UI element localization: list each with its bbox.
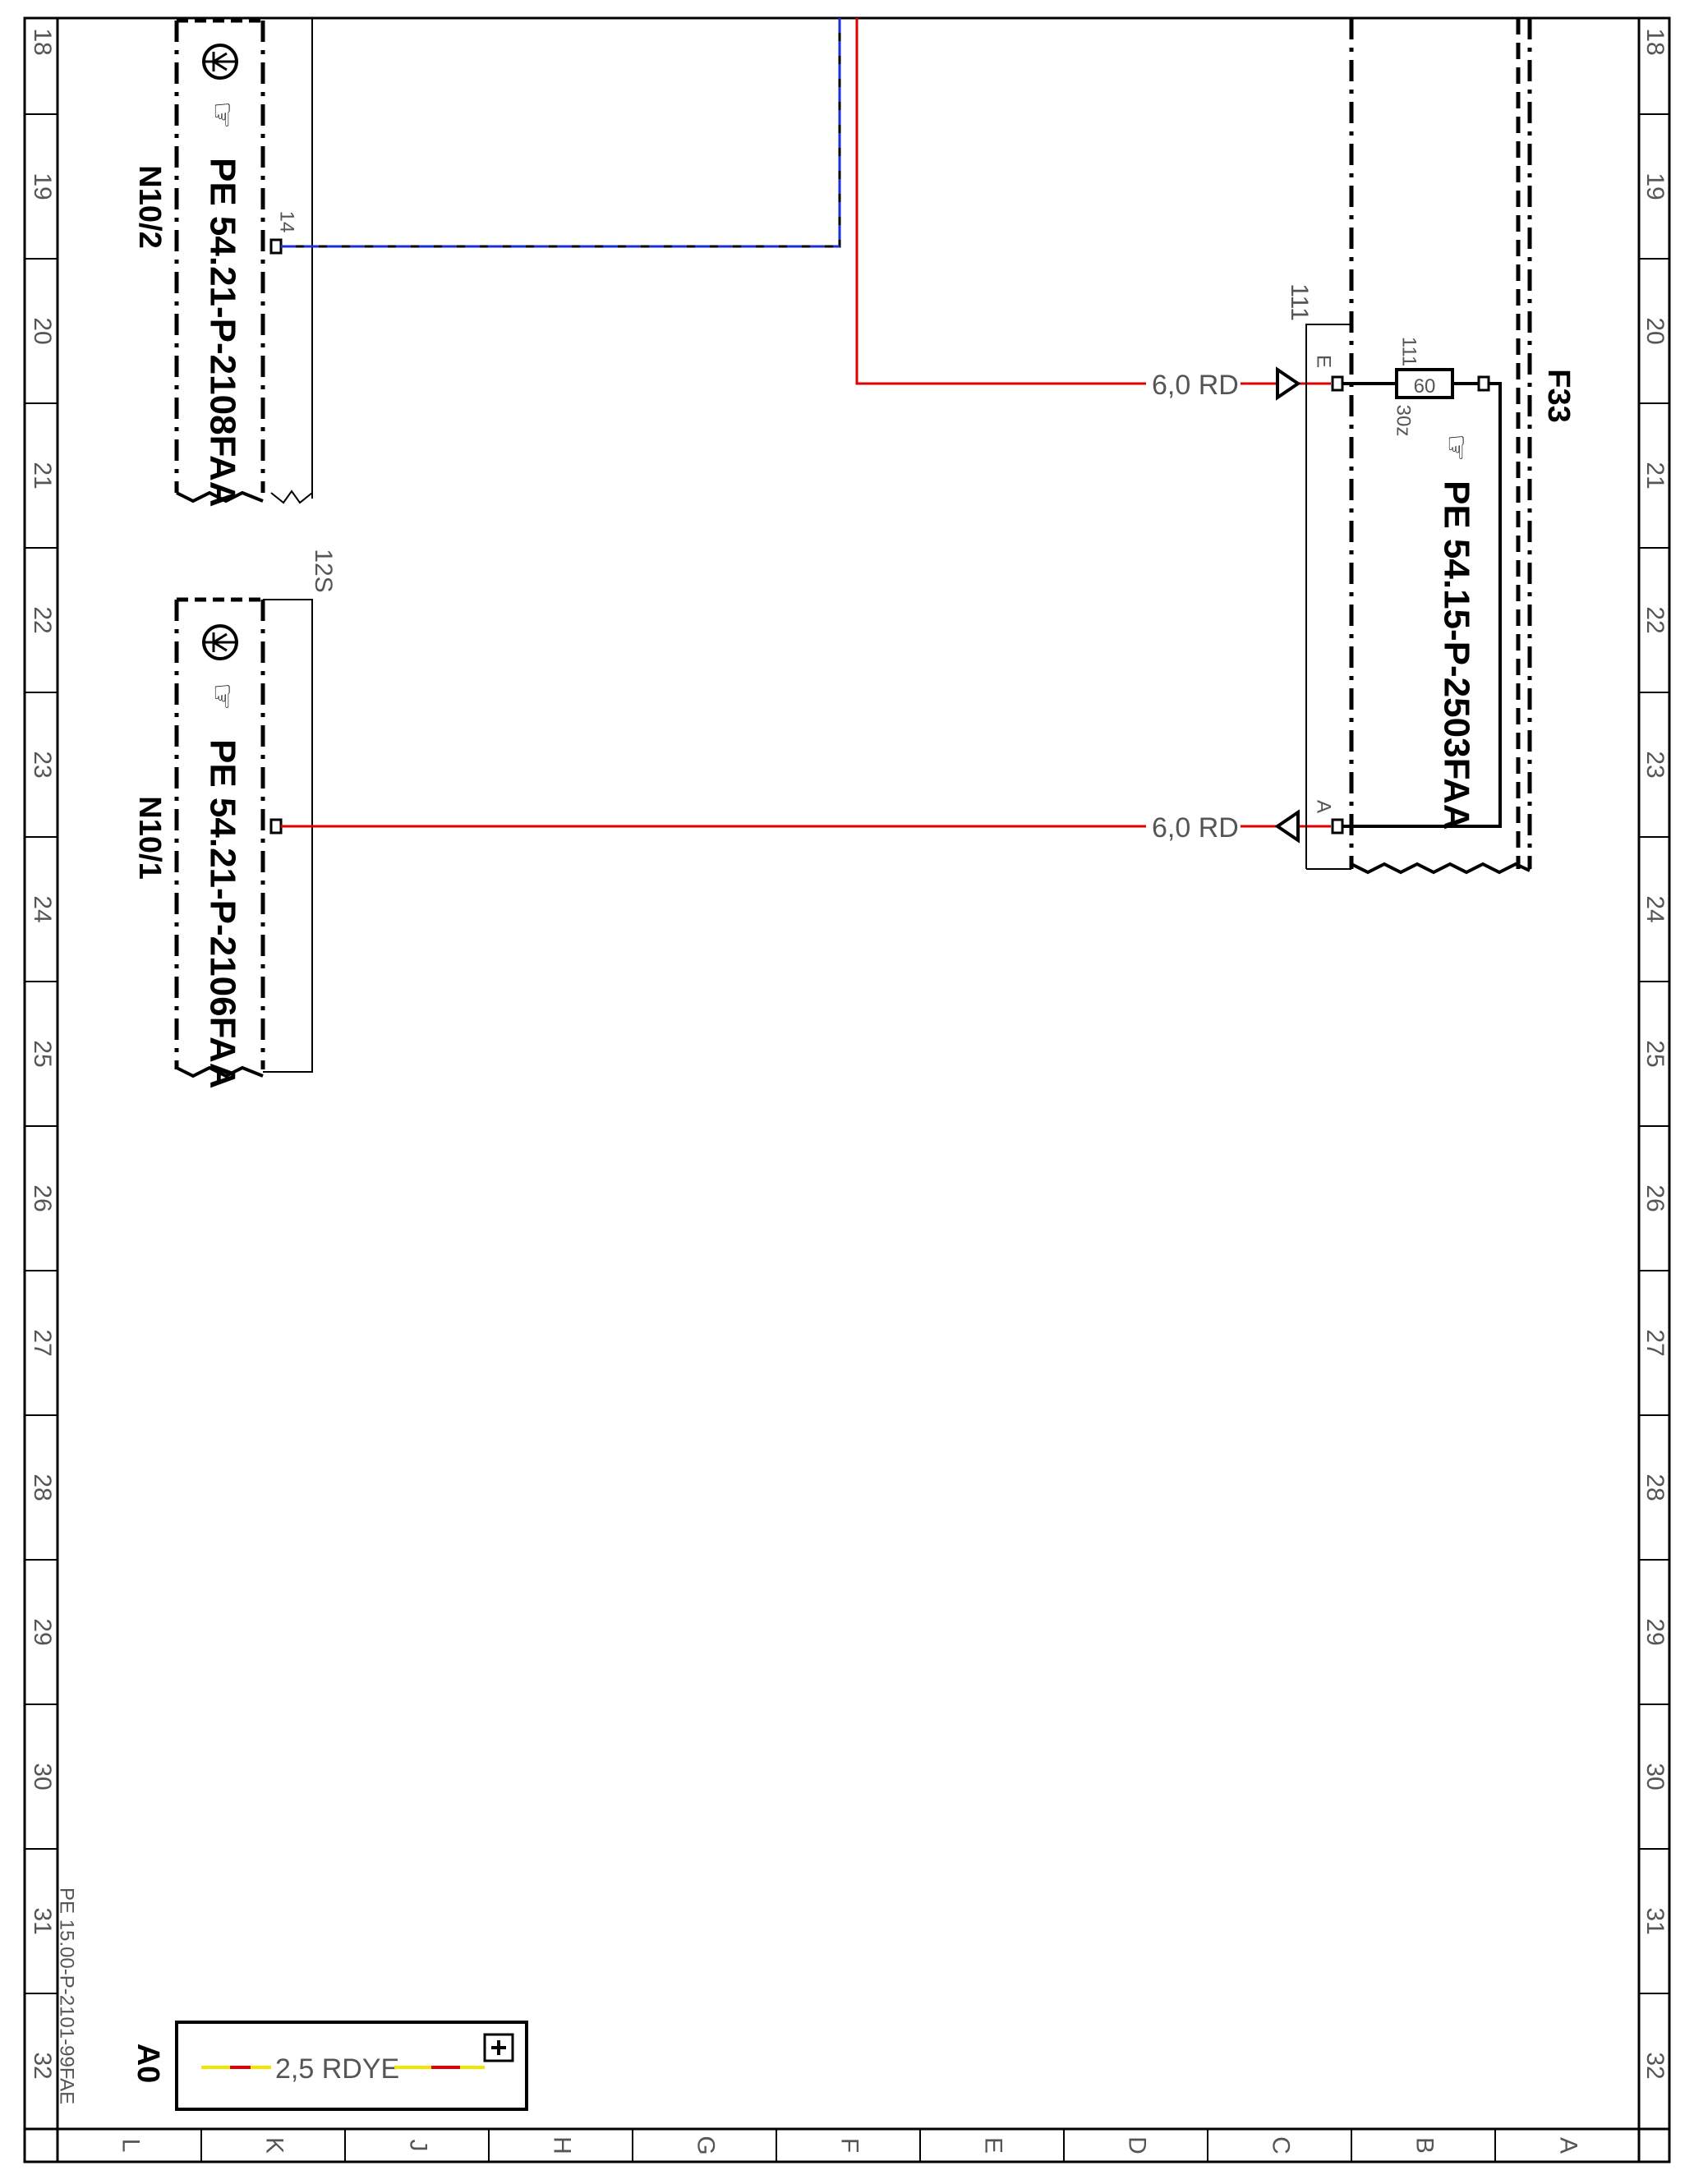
n10-1-pin-number: 12S <box>310 549 337 592</box>
n10-2-pin-terminal <box>269 238 283 255</box>
row-number-label: 30 <box>29 1763 56 1790</box>
f33-pin-a-label: A <box>1313 800 1335 813</box>
row-number-label: 32 <box>1641 2052 1669 2079</box>
column-letter-label: G <box>693 2136 720 2154</box>
pointing-hand-icon: ☞ <box>1439 434 1473 462</box>
wire-red-upper[interactable]: 6,0 RD <box>855 18 1331 401</box>
row-number-label: 28 <box>29 1474 56 1501</box>
row-number-label: 20 <box>29 317 56 344</box>
column-letter-label: L <box>117 2139 145 2153</box>
f33-reference: PE 54.15-P-2503FAA <box>1436 480 1476 830</box>
row-number-label: 26 <box>1641 1184 1669 1212</box>
row-number-label: 29 <box>29 1618 56 1645</box>
row-number-label: 20 <box>1641 317 1669 344</box>
row-number-label: 25 <box>29 1040 56 1067</box>
column-letter-label: D <box>1124 2136 1151 2154</box>
row-number-label: 24 <box>1641 895 1669 922</box>
row-number-label: 23 <box>29 751 56 778</box>
info-icon[interactable] <box>483 2033 514 2062</box>
n10-2-designator: N10/2 <box>132 165 167 248</box>
legend-box[interactable]: 2,5 RDYE A0 <box>131 2021 528 2111</box>
pointing-hand-icon: ☞ <box>205 683 239 710</box>
n10-1-reference: PE 54.21-P-2106FAA <box>202 739 242 1089</box>
n10-2-reference: PE 54.21-P-2108FAA <box>202 158 242 508</box>
legend-wire-label: 2,5 RDYE <box>275 2053 399 2085</box>
fuse-rating: 60 <box>1414 375 1436 398</box>
f33-connector-number: 111 <box>1286 283 1313 321</box>
row-number-label: 28 <box>1641 1474 1669 1501</box>
f33-designator: F33 <box>1541 369 1576 422</box>
row-number-label: 22 <box>29 606 56 633</box>
n10-2-pin-number: 14 <box>276 211 298 233</box>
f33-pin-e-terminal <box>1331 375 1344 392</box>
row-number-label: 31 <box>1641 1907 1669 1934</box>
row-labels-right: 18 19 20 21 22 23 24 25 26 27 28 29 30 31 32 <box>1641 28 1669 2079</box>
column-letter-label: F <box>836 2138 863 2153</box>
electronic-module-icon <box>202 624 238 660</box>
document-reference: PE 15.00-P-2101-99FAE <box>56 1887 78 2104</box>
row-number-label: 25 <box>1641 1040 1669 1067</box>
row-number-label: 27 <box>29 1329 56 1356</box>
row-number-label: 18 <box>1641 28 1669 55</box>
module-n10-2[interactable]: ☞ PE 54.21-P-2108FAA N10/2 14 <box>132 17 313 508</box>
connector-arrow-right <box>1276 366 1301 401</box>
f33-pin-a-terminal <box>1331 818 1344 835</box>
row-number-label: 22 <box>1641 606 1669 633</box>
row-number-label: 31 <box>29 1907 56 1934</box>
electronic-module-icon <box>202 44 238 80</box>
column-letter-label: B <box>1411 2137 1439 2154</box>
row-number-label: 21 <box>1641 462 1669 489</box>
frame-grid-ticks <box>25 113 1669 2162</box>
row-number-label: 18 <box>29 28 56 55</box>
wire-label-lower: 6,0 RD <box>1152 812 1239 844</box>
row-number-label: 23 <box>1641 751 1669 778</box>
row-number-label: 27 <box>1641 1329 1669 1356</box>
column-letter-label: E <box>980 2137 1007 2154</box>
fuse-position: 30z <box>1392 405 1415 437</box>
row-number-label: 19 <box>1641 172 1669 200</box>
column-letter-label: J <box>405 2140 432 2152</box>
column-letter-label: A <box>1555 2137 1582 2154</box>
row-number-label: 26 <box>29 1184 56 1212</box>
column-letter-label: K <box>261 2137 288 2154</box>
row-number-label: 21 <box>29 462 56 489</box>
f33-pin-e-label: E <box>1313 355 1335 368</box>
row-number-label: 30 <box>1641 1763 1669 1790</box>
wire-label-upper: 6,0 RD <box>1152 370 1239 401</box>
wire-blue-n10-2[interactable] <box>281 18 841 248</box>
drawing-frame <box>23 16 1671 2163</box>
column-letter-label: H <box>549 2136 576 2154</box>
n10-1-designator: N10/1 <box>132 796 167 879</box>
row-number-label: 32 <box>29 2052 56 2079</box>
row-number-label: 24 <box>29 895 56 922</box>
pointing-hand-icon: ☞ <box>205 101 239 129</box>
column-letter-label: C <box>1268 2136 1295 2154</box>
connector-arrow-left <box>1274 809 1300 844</box>
legend-zone-label: A0 <box>131 2044 165 2084</box>
row-number-label: 19 <box>29 172 56 200</box>
fuse-symbol <box>1395 368 1454 399</box>
fuse-output-terminal <box>1477 375 1490 392</box>
n10-1-pin-terminal <box>269 818 283 835</box>
fuse-number: 111 <box>1398 337 1420 366</box>
module-f33[interactable]: 111 E A 60 111 30z F33 ☞ PE 54.15-P-2503… <box>1286 18 1576 875</box>
row-labels-left: 18 19 20 21 22 23 24 25 26 27 28 29 30 31 32 <box>29 28 56 2079</box>
row-number-label: 29 <box>1641 1618 1669 1645</box>
module-n10-1[interactable]: ☞ PE 54.21-P-2106FAA N10/1 12S <box>132 549 337 1088</box>
wire-red-lower[interactable]: 6,0 RD <box>281 809 1331 844</box>
